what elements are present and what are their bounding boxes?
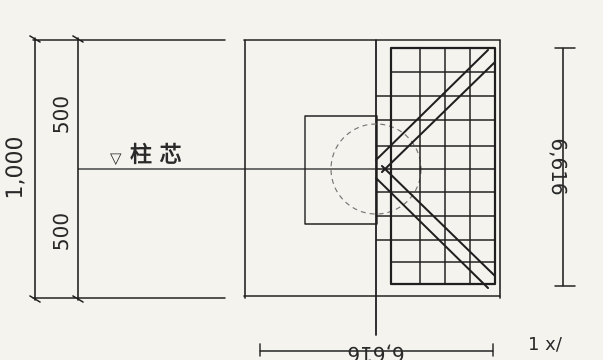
corner-note: 1 x/ — [528, 334, 563, 355]
rebar-cage-outline — [389, 46, 497, 286]
column-center-label: 柱 芯 — [130, 143, 182, 168]
dimension-tick — [72, 295, 84, 303]
diagonal-bar-upper — [381, 61, 496, 173]
rebar-grid — [375, 46, 497, 289]
dimension-tick — [72, 35, 84, 43]
plan-outline — [243, 39, 501, 336]
column-center-line-group: ▽ 柱 芯 — [77, 143, 381, 170]
upper-half-label: 500 — [49, 96, 73, 134]
right-dimension: 6,616 — [547, 47, 576, 287]
bottom-dimension-label: 6,616 — [347, 342, 404, 360]
total-height-label: 1,000 — [3, 137, 28, 200]
level-mark: ▽ — [110, 149, 122, 167]
dimension-tick — [29, 35, 41, 43]
left-dimension-chain: 1,000 500 500 — [3, 35, 226, 303]
lower-half-label: 500 — [49, 213, 73, 251]
diagonal-bar-lower — [375, 177, 489, 289]
diagonal-bar-lower — [381, 165, 496, 277]
dimension-tick — [29, 295, 41, 303]
column-base-plate — [304, 115, 378, 225]
diagonal-bar-upper — [375, 49, 489, 161]
bottom-dimension: 6,616 — [259, 342, 494, 360]
right-dimension-label: 6,616 — [547, 138, 571, 195]
